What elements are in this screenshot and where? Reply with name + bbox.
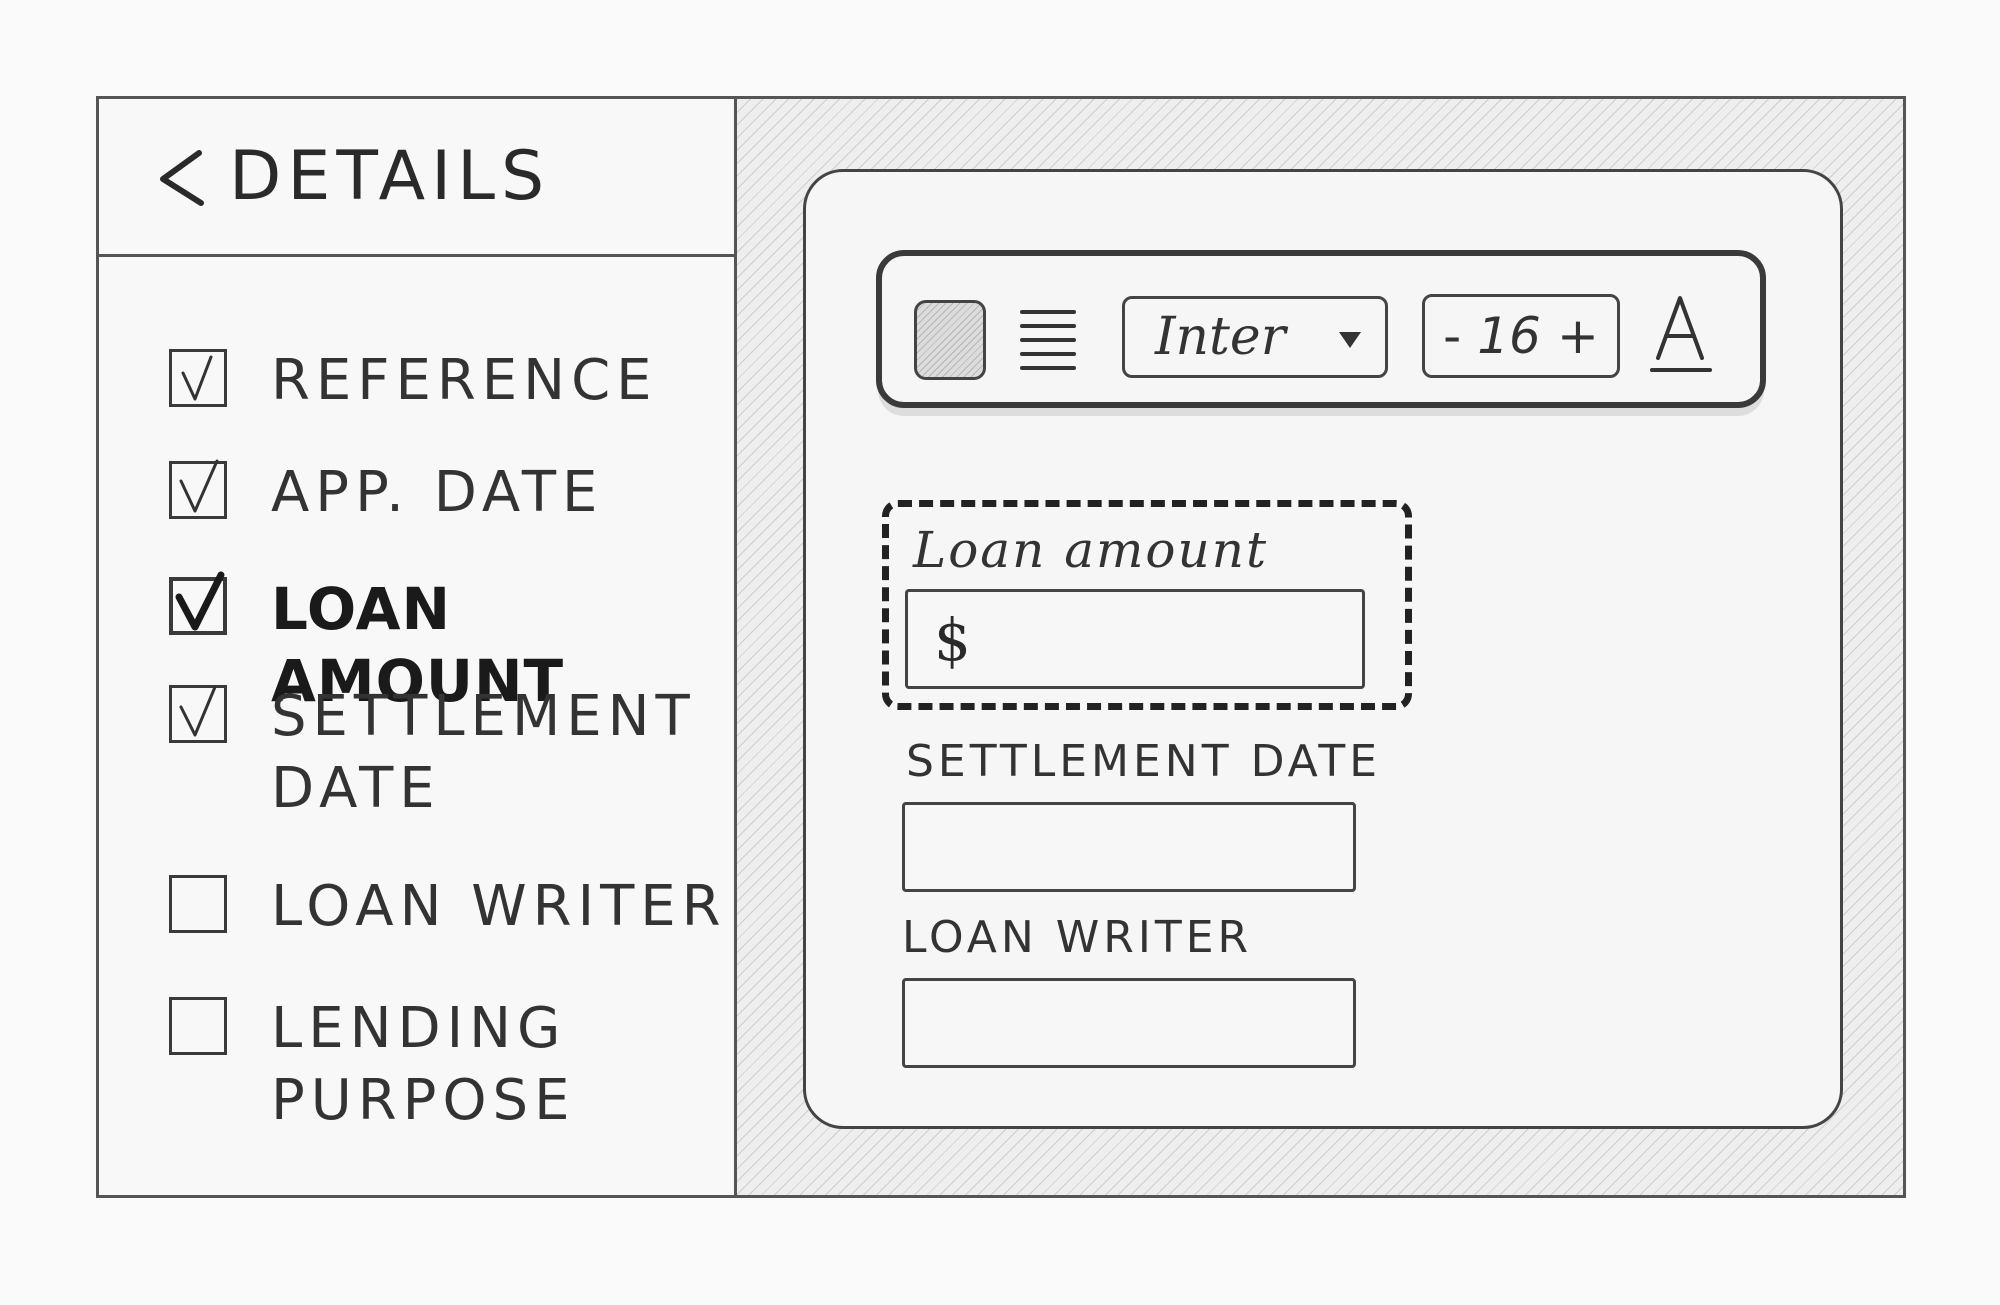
checkbox-reference[interactable] xyxy=(169,349,227,407)
format-toolbar: Inter - 16 + xyxy=(876,250,1766,408)
checkmark-icon xyxy=(179,685,217,737)
checkmark-icon xyxy=(175,571,225,631)
canvas-area: Inter - 16 + Loan amount xyxy=(737,99,1903,1195)
sidebar-item-label: LOAN AMOUNT xyxy=(271,575,565,715)
loan-writer-input[interactable] xyxy=(902,978,1356,1068)
loan-amount-field-group[interactable]: Loan amount $ xyxy=(882,500,1412,710)
form-card: Inter - 16 + Loan amount xyxy=(803,169,1843,1129)
sidebar: DETAILS REFERENCE APP. DATE xyxy=(99,99,737,1195)
currency-prefix: $ xyxy=(934,606,971,674)
sidebar-item-label: APP. DATE xyxy=(271,460,604,525)
loan-amount-label: Loan amount xyxy=(913,521,1269,579)
text-color-icon[interactable] xyxy=(1650,292,1712,378)
dropdown-triangle-icon xyxy=(1339,332,1361,348)
sidebar-item-settlement-date[interactable]: SETTLEMENT DATE xyxy=(169,681,696,825)
increase-size-button[interactable]: + xyxy=(1557,307,1599,365)
sidebar-item-label: SETTLEMENT DATE xyxy=(271,684,696,821)
checkbox-lending-purpose[interactable] xyxy=(169,997,227,1055)
sidebar-header: DETAILS xyxy=(99,99,734,257)
fill-color-swatch[interactable] xyxy=(914,300,986,380)
sidebar-item-loan-amount[interactable]: LOAN AMOUNT xyxy=(169,571,734,717)
page-title: DETAILS xyxy=(229,137,551,216)
font-family-select[interactable]: Inter xyxy=(1122,296,1388,378)
align-justify-icon[interactable] xyxy=(1018,304,1078,376)
font-size-stepper: - 16 + xyxy=(1422,294,1620,378)
loan-writer-label: LOAN WRITER xyxy=(902,912,1253,963)
settlement-date-input[interactable] xyxy=(902,802,1356,892)
font-family-value: Inter xyxy=(1155,307,1286,367)
decrease-size-button[interactable]: - xyxy=(1443,307,1462,365)
loan-amount-input[interactable]: $ xyxy=(905,589,1365,689)
checkbox-loan-writer[interactable] xyxy=(169,875,227,933)
sidebar-item-loan-writer[interactable]: LOAN WRITER xyxy=(169,871,727,943)
font-size-value[interactable]: 16 xyxy=(1477,307,1541,365)
checkmark-icon xyxy=(179,459,219,513)
checkbox-settlement-date[interactable] xyxy=(169,685,227,743)
settlement-date-label: SETTLEMENT DATE xyxy=(906,736,1382,787)
sidebar-item-label: REFERENCE xyxy=(271,348,658,413)
chevron-left-icon[interactable] xyxy=(155,147,207,207)
sidebar-item-lending-purpose[interactable]: LENDING PURPOSE xyxy=(169,993,575,1137)
checkbox-loan-amount[interactable] xyxy=(169,571,227,635)
checkmark-icon xyxy=(181,355,213,401)
app-window: DETAILS REFERENCE APP. DATE xyxy=(96,96,1906,1198)
sidebar-item-reference[interactable]: REFERENCE xyxy=(169,345,658,417)
sidebar-item-label: LOAN WRITER xyxy=(271,874,727,939)
sidebar-item-label: LENDING PURPOSE xyxy=(271,996,576,1133)
checkbox-app-date[interactable] xyxy=(169,459,227,519)
sidebar-item-app-date[interactable]: APP. DATE xyxy=(169,457,603,529)
